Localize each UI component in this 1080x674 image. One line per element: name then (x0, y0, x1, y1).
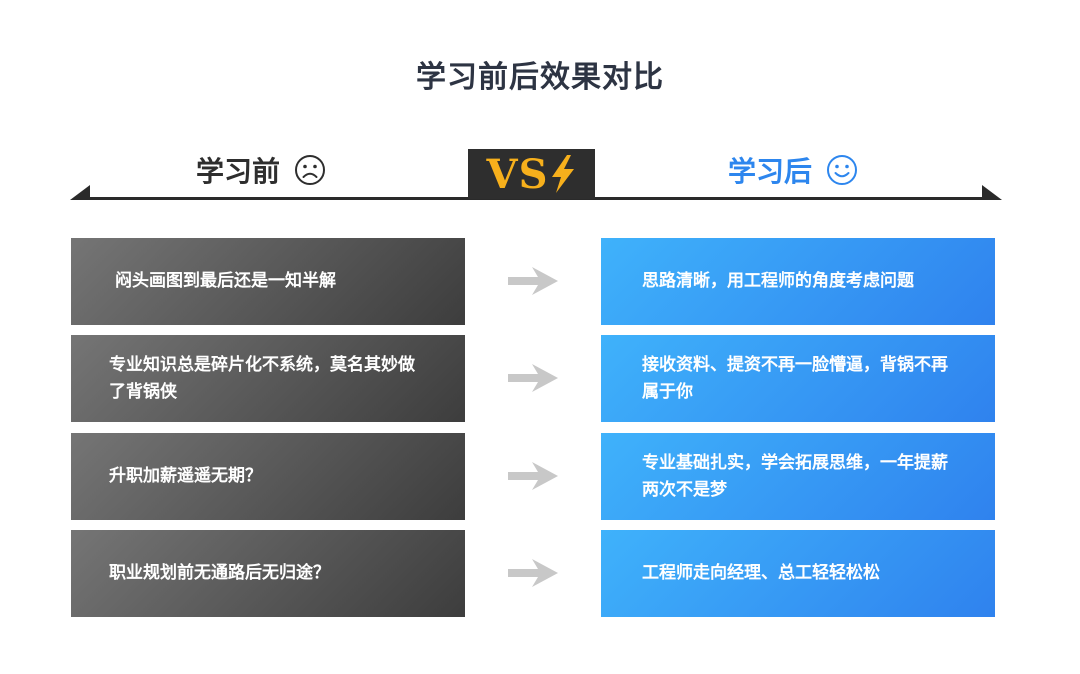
page-title: 学习前后效果对比 (416, 60, 664, 95)
after-card: 思路清晰，用工程师的角度考虑问题 (601, 238, 995, 325)
arrow-right-icon (508, 462, 558, 490)
sad-face-icon (295, 155, 326, 185)
before-card-text: 闷头画图到最后还是一知半解 (115, 271, 336, 291)
before-card: 职业规划前无通路后无归途？ (71, 530, 465, 617)
after-card: 接收资料、提资不再一脸懵逼，背锅不再属于你 (601, 335, 995, 422)
vs-text: VS (486, 150, 549, 198)
vs-badge: VS (468, 149, 595, 199)
arrow-right-icon (508, 364, 558, 392)
after-heading: 学习后 (728, 150, 858, 190)
after-card: 工程师走向经理、总工轻轻松松 (601, 530, 995, 617)
after-card-text: 工程师走向经理、总工轻轻松松 (642, 563, 880, 583)
before-card: 升职加薪遥遥无期？ (71, 433, 465, 520)
before-card: 闷头画图到最后还是一知半解 (71, 238, 465, 325)
header-line-right-cap (982, 185, 1002, 200)
before-card-text: 职业规划前无通路后无归途？ (109, 563, 330, 583)
smile-face-icon (827, 155, 858, 185)
after-card: 专业基础扎实，学会拓展思维，一年提薪两次不是梦 (601, 433, 995, 520)
header-line-left-cap (70, 185, 90, 200)
arrow-right-icon (508, 267, 558, 295)
before-heading-label: 学习前 (196, 155, 281, 188)
after-card-text: 思路清晰，用工程师的角度考虑问题 (642, 271, 914, 291)
after-heading-label: 学习后 (728, 155, 813, 188)
arrow-right-icon (508, 559, 558, 587)
after-card-text: 专业基础扎实，学会拓展思维，一年提薪两次不是梦 (642, 452, 948, 500)
before-card-text: 升职加薪遥遥无期？ (109, 466, 262, 486)
after-card-text: 接收资料、提资不再一脸懵逼，背锅不再属于你 (642, 354, 948, 402)
before-card: 专业知识总是碎片化不系统，莫名其妙做了背锅侠 (71, 335, 465, 422)
lightning-bolt-icon (552, 155, 575, 193)
before-card-text: 专业知识总是碎片化不系统，莫名其妙做了背锅侠 (109, 354, 415, 402)
before-heading: 学习前 (196, 150, 326, 190)
